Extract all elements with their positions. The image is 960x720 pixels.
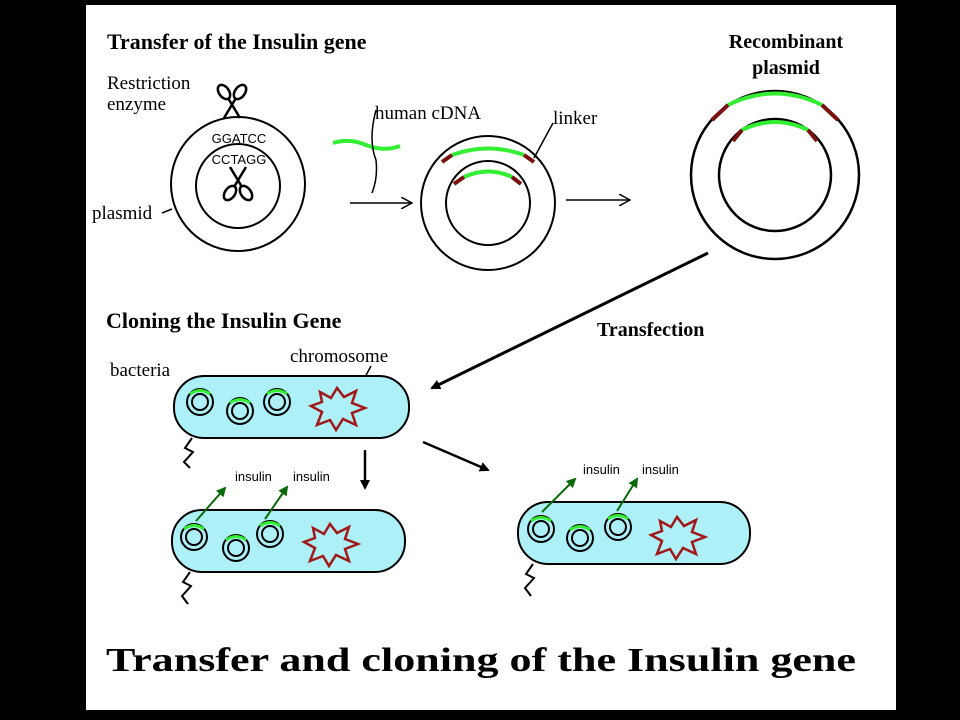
scissors-cut-icon xyxy=(222,166,254,202)
main-title: Transfer and cloning of the Insulin gene xyxy=(106,642,856,679)
linker-left-inner xyxy=(452,175,466,186)
chromosome xyxy=(307,385,369,433)
recombinant-plasmid xyxy=(689,89,861,261)
bacterium-daughter-left xyxy=(171,509,406,605)
recombinant-title-line2: plasmid xyxy=(752,57,820,79)
restriction-label-line1: Restriction xyxy=(107,73,191,94)
plasmid-original xyxy=(170,116,306,252)
cdna-strand-icon xyxy=(332,138,401,151)
sequence-top: GGATCC xyxy=(212,131,267,146)
linker-left-outer xyxy=(440,153,454,164)
linker-label: linker xyxy=(553,108,598,129)
human-cdna-label: human cDNA xyxy=(375,103,481,124)
insulin-label-4: insulin xyxy=(642,462,679,477)
bacteria-label: bacteria xyxy=(110,360,171,381)
cdna-insert-outer xyxy=(451,146,525,157)
linker-right-inner xyxy=(510,175,523,186)
recombinant-linker-2 xyxy=(820,103,840,122)
recombinant-title-line1: Recombinant xyxy=(729,31,844,53)
sequence-bottom: CCTAGG xyxy=(212,152,267,167)
insulin-label-3: insulin xyxy=(583,462,620,477)
linker-right-outer xyxy=(522,153,536,164)
insulin-label-1: insulin xyxy=(235,469,272,484)
restriction-label-line2: enzyme xyxy=(107,94,166,115)
insulin-label-2: insulin xyxy=(293,469,330,484)
recombinant-linker-4 xyxy=(806,128,819,143)
recombinant-cdna-outer xyxy=(727,91,823,107)
cloning-title: Cloning the Insulin Gene xyxy=(106,308,342,333)
plasmid-label-pointer xyxy=(161,208,173,214)
plasmid-ligation xyxy=(420,135,556,271)
plasmid-label: plasmid xyxy=(92,203,153,224)
chromosome-label: chromosome xyxy=(290,346,388,367)
flagellum xyxy=(182,437,195,469)
insulin-arrow-1 xyxy=(195,486,227,522)
cdna-label-pointer xyxy=(371,109,378,194)
transfection-arrow xyxy=(430,251,709,390)
transfer-title: Transfer of the Insulin gene xyxy=(107,29,367,54)
scissors-icon xyxy=(216,83,248,119)
insulin-arrow-4 xyxy=(616,477,639,512)
recombinant-linker-3 xyxy=(731,128,744,143)
transfection-label: Transfection xyxy=(597,319,704,341)
cdna-insert-inner xyxy=(463,169,513,179)
recombinant-linker-1 xyxy=(710,103,730,122)
insulin-arrow-3 xyxy=(541,477,577,513)
insulin-arrow-2 xyxy=(264,485,289,520)
arrow-division-right xyxy=(422,440,490,472)
recombinant-cdna-inner xyxy=(741,120,809,132)
linker-label-pointer xyxy=(533,122,554,159)
bacterium-daughter-right xyxy=(517,501,751,597)
bacterium-main xyxy=(173,375,410,469)
